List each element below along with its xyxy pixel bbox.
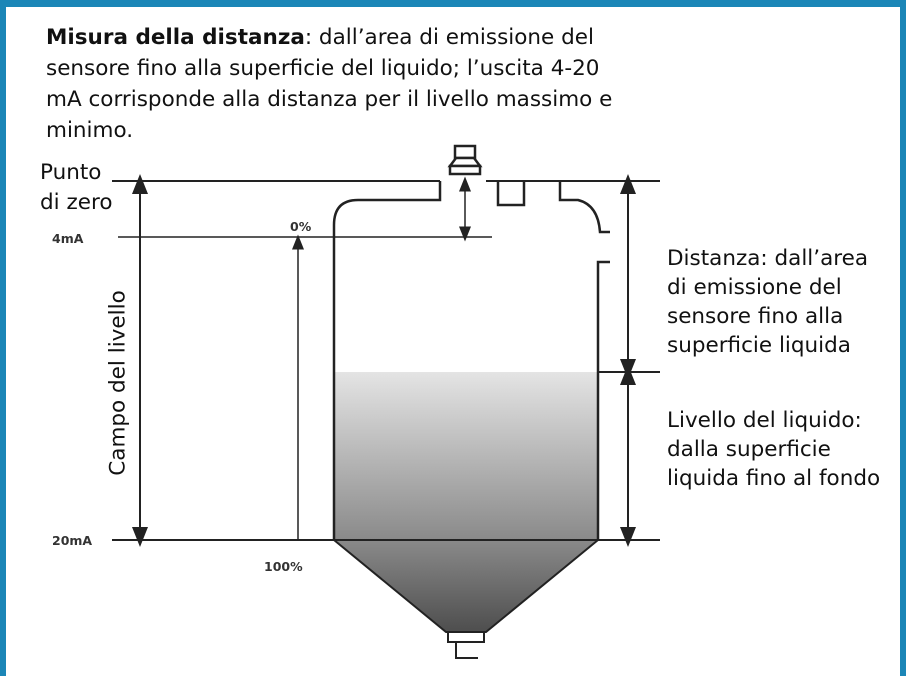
intro-body: : dall’area di emissione del sensore fin… — [46, 25, 613, 143]
intro-text: Misura della distanza: dall’area di emis… — [46, 22, 626, 146]
tick-20ma: 20mA — [52, 533, 93, 548]
distance-label-4: superficie liquida — [667, 333, 851, 358]
sensor-icon — [447, 144, 483, 176]
distance-label-2: di emissione del — [667, 275, 842, 300]
tank-wall-right — [596, 260, 610, 540]
intro-title: Misura della distanza — [46, 25, 305, 50]
tank-outlet — [447, 631, 485, 643]
tank-wall-left — [332, 181, 442, 540]
distance-label-3: sensore fino alla — [667, 304, 844, 329]
tick-4ma: 4mA — [52, 231, 84, 246]
tick-0-percent: 0% — [290, 219, 312, 234]
zero-point-label-1: Punto — [40, 160, 102, 185]
liquid-body — [334, 372, 598, 540]
tank-roof-curve — [558, 181, 610, 234]
liquid-level-label-2: dalla superficie — [667, 437, 831, 462]
distance-label-1: Distanza: dall’area — [667, 246, 869, 271]
level-range-label: Campo del livello — [105, 290, 131, 476]
tank-cone — [334, 540, 598, 632]
liquid-level-label-1: Livello del liquido: — [667, 408, 862, 433]
tick-100-percent: 100% — [264, 559, 303, 574]
liquid-level-label-3: liquida fino al fondo — [667, 466, 881, 491]
tank-outlet-pipe — [455, 642, 478, 659]
tank-nozzle — [496, 181, 526, 207]
zero-point-label-2: di zero — [40, 190, 113, 215]
